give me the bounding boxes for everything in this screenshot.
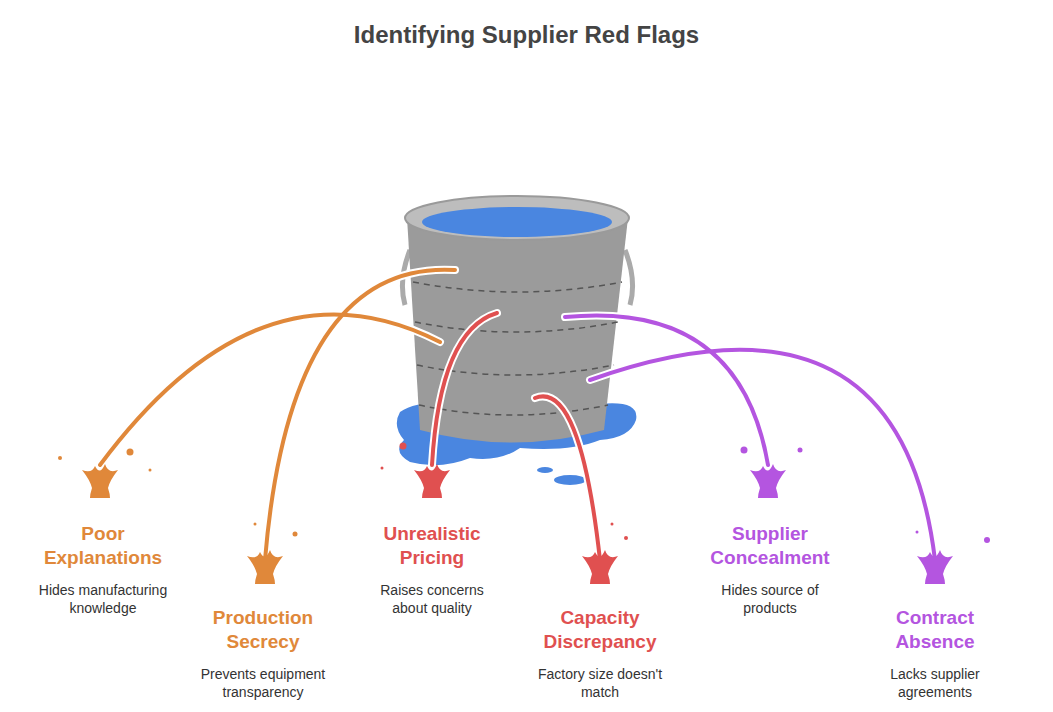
- droplet: [381, 467, 384, 470]
- splash: [741, 447, 803, 499]
- red-flag-item: Unrealistic PricingRaises concerns about…: [347, 522, 517, 617]
- leak-arc: [535, 396, 600, 560]
- leak-arc: [100, 314, 440, 465]
- red-flag-item: Supplier ConcealmentHides source of prod…: [685, 522, 855, 617]
- flag-description: Hides source of products: [699, 581, 841, 617]
- splash-shape: [917, 550, 953, 584]
- flag-description: Factory size doesn't match: [529, 665, 671, 701]
- bucket-rim: [405, 196, 629, 240]
- splash-shape: [750, 464, 786, 498]
- splash-shape: [247, 550, 283, 584]
- flag-heading: Contract Absence: [865, 606, 1005, 654]
- red-flag-item: Contract AbsenceLacks supplier agreement…: [850, 606, 1020, 701]
- flag-description: Hides manufacturing knowledge: [32, 581, 174, 617]
- droplet: [400, 443, 407, 450]
- water-drop: [537, 467, 553, 473]
- bucket-band: [413, 282, 622, 292]
- diagram-title: Identifying Supplier Red Flags: [0, 20, 1053, 50]
- leak-arc-halo: [100, 314, 440, 465]
- droplet: [127, 449, 134, 456]
- red-flag-item: Production SecrecyPrevents equipment tra…: [178, 606, 348, 701]
- flag-heading: Poor Explanations: [33, 522, 173, 570]
- flag-description: Lacks supplier agreements: [864, 665, 1006, 701]
- droplet: [254, 523, 257, 526]
- splash-shape: [82, 464, 118, 498]
- leak-arc: [432, 313, 497, 465]
- flag-heading: Capacity Discrepancy: [530, 606, 670, 654]
- droplet: [293, 532, 298, 537]
- droplet: [984, 537, 990, 543]
- leak-arc-halo: [265, 270, 455, 560]
- splash-shape: [582, 550, 618, 584]
- flag-heading: Supplier Concealment: [700, 522, 840, 570]
- droplet: [624, 536, 628, 540]
- splash: [58, 449, 152, 499]
- red-flag-item: Capacity DiscrepancyFactory size doesn't…: [515, 606, 685, 701]
- leak-arc: [265, 270, 455, 560]
- splash-shape: [414, 464, 450, 498]
- bucket-handle: [625, 250, 633, 305]
- leak-arc: [565, 315, 768, 465]
- splash: [381, 443, 451, 499]
- splash: [247, 523, 298, 585]
- red-flag-item: Poor ExplanationsHides manufacturing kno…: [18, 522, 188, 617]
- leak-arc-halo: [565, 315, 768, 465]
- splash: [582, 523, 628, 585]
- splash: [916, 531, 991, 585]
- flag-description: Prevents equipment transparency: [192, 665, 334, 701]
- water-drop: [554, 475, 586, 485]
- droplet: [58, 456, 62, 460]
- droplet: [741, 447, 748, 454]
- bucket-band: [419, 405, 608, 415]
- leak-arc-halo: [432, 313, 497, 465]
- droplet: [916, 531, 919, 534]
- droplet: [798, 448, 803, 453]
- flag-description: Raises concerns about quality: [361, 581, 503, 617]
- flag-heading: Production Secrecy: [193, 606, 333, 654]
- bucket-water: [422, 207, 612, 237]
- droplet: [611, 523, 614, 526]
- droplet: [149, 469, 152, 472]
- leak-arc-halo: [535, 396, 600, 560]
- bucket-band: [415, 322, 618, 332]
- flag-heading: Unrealistic Pricing: [362, 522, 502, 570]
